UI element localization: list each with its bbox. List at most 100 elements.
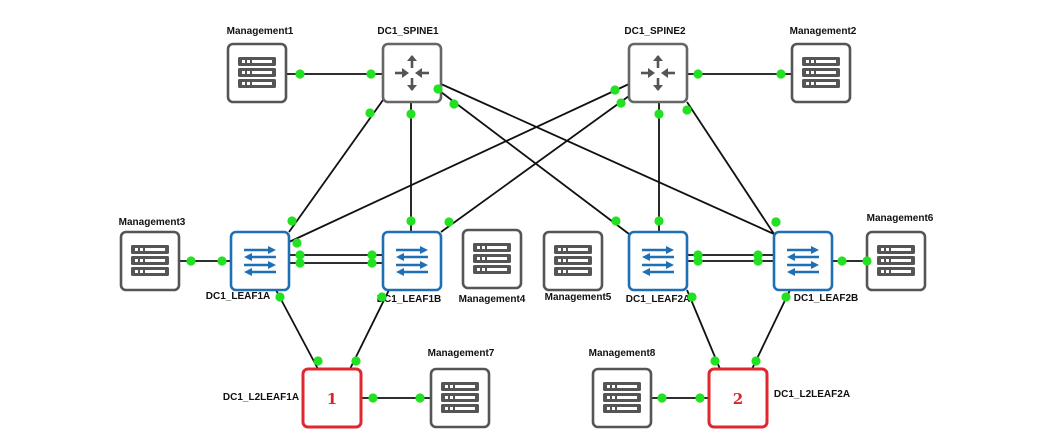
node-label: Management5 — [545, 292, 612, 303]
node-mgmt8[interactable]: Management8 — [589, 348, 656, 429]
node-label: Management2 — [790, 26, 857, 37]
node-leaf1a[interactable]: DC1_LEAF1A — [206, 230, 291, 302]
node-label: DC1_LEAF1A — [206, 291, 270, 302]
node-number-label: 1 — [327, 390, 337, 408]
port-dot[interactable] — [687, 292, 697, 302]
port-dot[interactable] — [751, 356, 761, 366]
node-label: DC1_LEAF2B — [794, 293, 858, 304]
port-dot[interactable] — [657, 393, 667, 403]
port-dot[interactable] — [366, 69, 376, 79]
node-label: Management6 — [867, 213, 934, 224]
port-dot[interactable] — [862, 256, 872, 266]
node-number-label: 2 — [733, 390, 743, 408]
node-l2leaf2a[interactable]: 2 DC1_L2LEAF2A — [707, 367, 850, 429]
node-label: DC1_L2LEAF1A — [223, 392, 299, 403]
port-dot[interactable] — [682, 105, 692, 115]
node-mgmt6[interactable]: Management6 — [865, 213, 934, 292]
node-leaf2a[interactable]: DC1_LEAF2A — [626, 230, 690, 305]
port-dot[interactable] — [217, 256, 227, 266]
port-dot[interactable] — [406, 216, 416, 226]
node-label: Management4 — [459, 294, 526, 305]
port-dot[interactable] — [611, 216, 621, 226]
node-box — [707, 367, 769, 429]
node-mgmt1[interactable]: Management1 — [227, 26, 294, 104]
port-dot[interactable] — [444, 217, 454, 227]
link-leaf2a-l2leaf2a — [686, 289, 721, 370]
server-icon — [802, 57, 840, 88]
port-dot[interactable] — [449, 99, 459, 109]
node-label: DC1_L2LEAF2A — [774, 389, 850, 400]
port-dot[interactable] — [654, 216, 664, 226]
switch-icon — [642, 246, 674, 276]
port-dot[interactable] — [610, 85, 620, 95]
port-dot[interactable] — [351, 356, 361, 366]
link-spine2-leaf1b — [440, 95, 630, 233]
node-label: Management7 — [428, 348, 495, 359]
node-mgmt4[interactable]: Management4 — [459, 228, 526, 305]
node-leaf1b[interactable]: DC1_LEAF1B — [377, 230, 443, 305]
port-dot[interactable] — [753, 256, 763, 266]
switch-icon — [787, 246, 819, 276]
port-dot[interactable] — [710, 356, 720, 366]
node-mgmt3[interactable]: Management3 — [119, 217, 186, 292]
port-dot[interactable] — [368, 393, 378, 403]
router-icon — [395, 55, 429, 91]
port-dot[interactable] — [186, 256, 196, 266]
port-dot[interactable] — [693, 69, 703, 79]
node-label: DC1_SPINE1 — [377, 26, 439, 37]
port-dot[interactable] — [415, 393, 425, 403]
port-dot[interactable] — [695, 393, 705, 403]
port-dot[interactable] — [406, 109, 416, 119]
port-dot[interactable] — [295, 69, 305, 79]
switch-icon — [396, 246, 428, 276]
link-leaf1a-l2leaf1a — [275, 289, 319, 370]
node-leaf2b[interactable]: DC1_LEAF2B — [772, 230, 858, 304]
server-icon — [238, 57, 276, 88]
port-dot[interactable] — [781, 292, 791, 302]
node-box — [301, 367, 363, 429]
node-box — [229, 230, 291, 292]
node-box — [627, 42, 689, 104]
link-spine2-leaf2b — [686, 101, 775, 235]
port-dot[interactable] — [365, 108, 375, 118]
server-icon — [603, 382, 641, 413]
server-icon — [554, 245, 592, 276]
node-box — [381, 42, 443, 104]
node-label: DC1_LEAF1B — [377, 294, 441, 305]
link-leaf2b-l2leaf2a — [751, 289, 791, 370]
port-dot[interactable] — [313, 356, 323, 366]
port-dot[interactable] — [654, 109, 664, 119]
port-dot[interactable] — [776, 69, 786, 79]
port-dot[interactable] — [275, 292, 285, 302]
port-dot[interactable] — [295, 258, 305, 268]
link-spine1-leaf2b — [440, 83, 775, 235]
link-spine1-leaf1a — [288, 99, 384, 233]
port-dot[interactable] — [693, 256, 703, 266]
port-dot[interactable] — [616, 98, 626, 108]
node-mgmt7[interactable]: Management7 — [428, 348, 495, 429]
server-icon — [473, 243, 511, 274]
port-dot[interactable] — [292, 238, 302, 248]
port-dot[interactable] — [771, 217, 781, 227]
server-icon — [441, 382, 479, 413]
node-mgmt2[interactable]: Management2 — [790, 26, 857, 104]
node-spine1[interactable]: DC1_SPINE1 — [377, 26, 443, 104]
port-dot[interactable] — [287, 216, 297, 226]
port-dot[interactable] — [433, 84, 443, 94]
link-spine2-leaf1a — [288, 83, 630, 243]
port-dot[interactable] — [367, 250, 377, 260]
node-box — [627, 230, 689, 292]
node-box — [381, 230, 443, 292]
node-l2leaf1a[interactable]: 1 DC1_L2LEAF1A — [223, 367, 363, 429]
node-label: Management3 — [119, 217, 186, 228]
port-dot[interactable] — [295, 250, 305, 260]
node-spine2[interactable]: DC1_SPINE2 — [624, 26, 689, 104]
node-box — [772, 230, 834, 292]
node-mgmt5[interactable]: Management5 — [542, 230, 612, 303]
port-dot[interactable] — [367, 258, 377, 268]
port-dot[interactable] — [837, 256, 847, 266]
node-label: DC1_LEAF2A — [626, 294, 690, 305]
port-dot[interactable] — [377, 292, 387, 302]
